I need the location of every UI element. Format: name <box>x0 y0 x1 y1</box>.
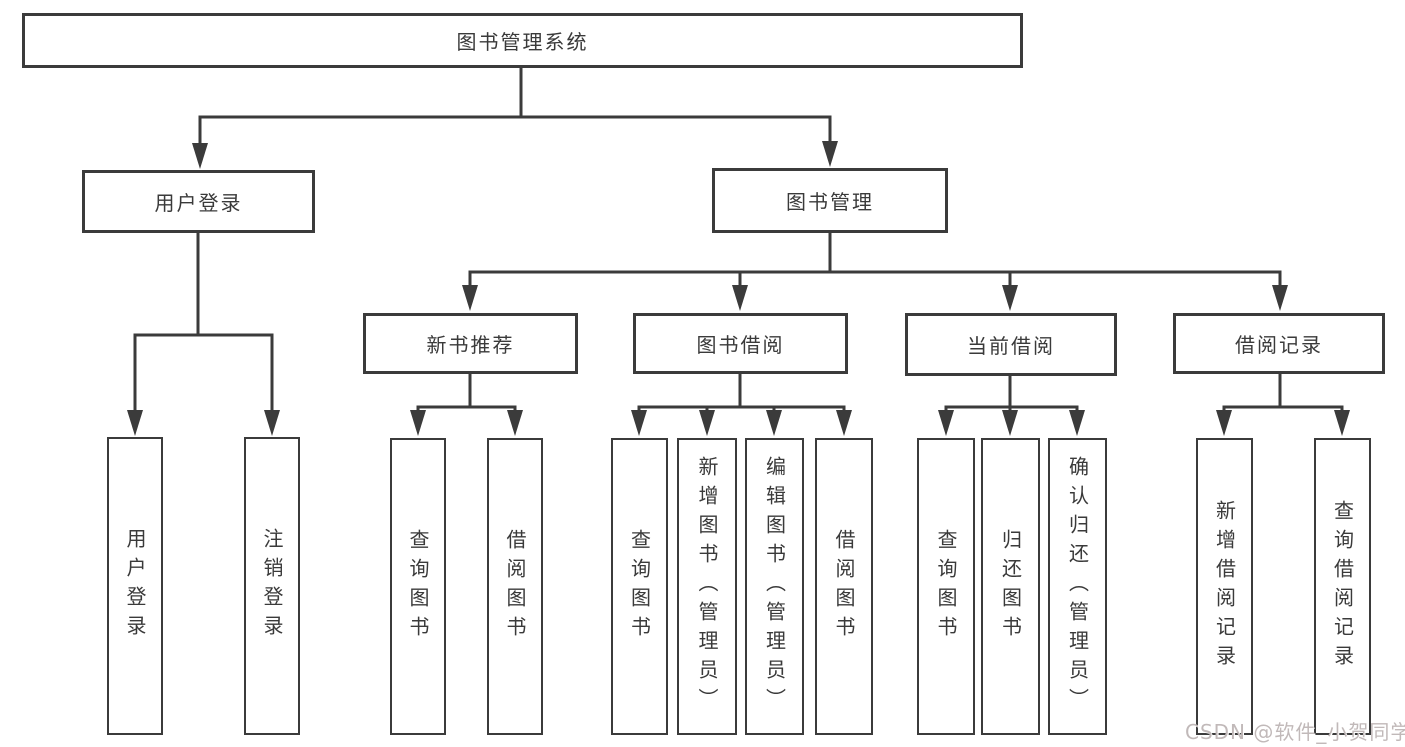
node-book-borrowing: 图书借阅 <box>633 313 848 374</box>
leaf-query-books-recommend: 查询图书 <box>390 438 446 735</box>
arrowhead <box>127 410 143 436</box>
node-root-library-management-system: 图书管理系统 <box>22 13 1023 68</box>
connector-bookmgmt-to-level2 <box>468 231 1282 290</box>
arrowhead <box>1272 285 1288 311</box>
arrowhead <box>766 410 782 436</box>
arrowhead <box>699 410 715 436</box>
leaf-query-borrow-record: 查询借阅记录 <box>1314 438 1371 735</box>
connector-userlogin-to-leaves <box>133 231 274 415</box>
csdn-watermark: CSDN @软件_小贺同学 <box>1185 720 1405 744</box>
arrowhead <box>1334 410 1350 436</box>
leaf-borrow-books: 借阅图书 <box>815 438 873 735</box>
leaf-logout: 注销登录 <box>244 437 300 735</box>
connector-newbook-to-leaves <box>416 372 517 415</box>
connector-bookborrow-to-leaves <box>637 372 846 415</box>
leaf-user-login: 用户登录 <box>107 437 163 735</box>
leaf-borrow-books-recommend: 借阅图书 <box>487 438 543 735</box>
leaf-query-books-current: 查询图书 <box>917 438 975 735</box>
arrowhead <box>631 410 647 436</box>
connector-root-to-level1 <box>198 66 832 148</box>
arrowhead <box>938 410 954 436</box>
leaf-confirm-return-admin: 确认归还（管理员） <box>1048 438 1107 735</box>
arrowhead <box>192 143 208 169</box>
arrowhead <box>836 410 852 436</box>
arrowhead <box>1069 410 1085 436</box>
node-user-login: 用户登录 <box>82 170 315 233</box>
leaf-query-books-borrow: 查询图书 <box>611 438 668 735</box>
arrowhead <box>264 410 280 436</box>
node-book-management: 图书管理 <box>712 168 948 233</box>
leaf-return-books: 归还图书 <box>981 438 1040 735</box>
connector-currentborrow-to-leaves <box>944 374 1079 415</box>
leaf-edit-book-admin: 编辑图书（管理员） <box>745 438 804 735</box>
node-borrowing-records: 借阅记录 <box>1173 313 1385 374</box>
leaf-add-borrow-record: 新增借阅记录 <box>1196 438 1253 735</box>
arrowhead <box>822 141 838 167</box>
node-new-book-recommendation: 新书推荐 <box>363 313 578 374</box>
arrowhead <box>410 410 426 436</box>
leaf-add-book-admin: 新增图书（管理员） <box>677 438 737 735</box>
arrowhead <box>1002 410 1018 436</box>
arrowhead <box>1216 410 1232 436</box>
arrowhead <box>462 285 478 311</box>
arrowhead <box>507 410 523 436</box>
node-current-borrowing: 当前借阅 <box>905 313 1117 376</box>
connector-borrowrecord-to-leaves <box>1222 372 1344 415</box>
arrowhead <box>1002 285 1018 311</box>
arrowhead <box>732 285 748 311</box>
